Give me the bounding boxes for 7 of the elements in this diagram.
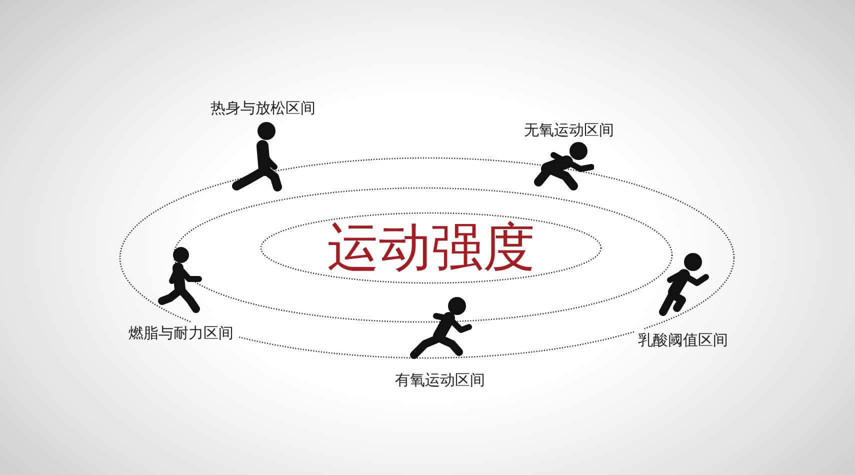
zone-label: 有氧运动区间 bbox=[395, 371, 485, 389]
zone-label: 乳酸阈值区间 bbox=[638, 331, 728, 349]
zone-label: 热身与放松区间 bbox=[210, 99, 316, 117]
ellipse-node bbox=[260, 212, 602, 284]
zone-label: 无氧运动区间 bbox=[524, 121, 614, 139]
zone-label: 燃脂与耐力区间 bbox=[128, 324, 234, 342]
center-title: 运动强度 bbox=[327, 220, 535, 276]
